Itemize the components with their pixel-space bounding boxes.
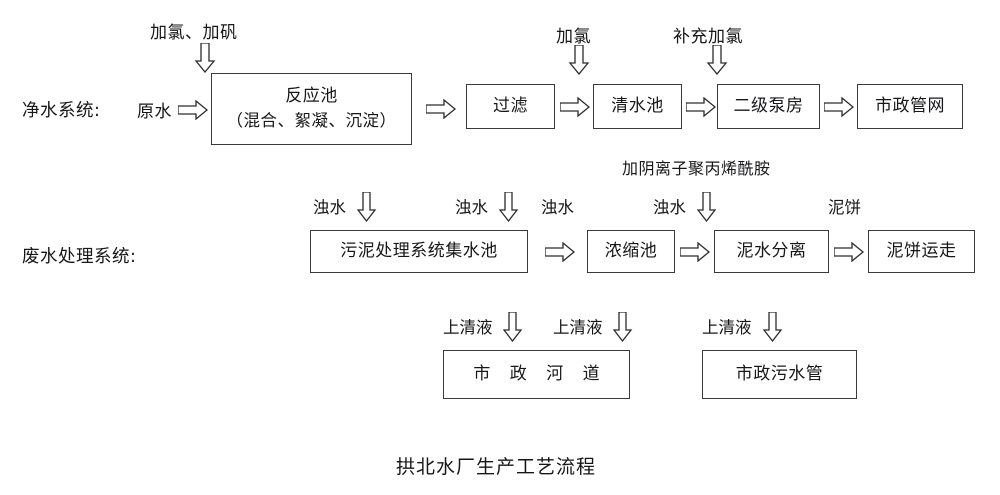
dosing-label-chlorine-alum: 加氯、加矾 xyxy=(150,23,238,43)
process-box-municipal-pipe-network[interactable]: 市政管网 xyxy=(857,84,963,129)
turbid-water-label-2: 浊水 xyxy=(455,198,488,217)
sludge-collection-tank-label: 污泥处理系统集水池 xyxy=(340,240,498,261)
down-arrow-supernatant-3 xyxy=(763,312,783,342)
reaction-tank-line2: （混合、絮凝、沉淀） xyxy=(226,111,397,131)
turbid-water-label-3: 浊水 xyxy=(541,198,574,217)
right-arrow-thickening-to-separation xyxy=(680,242,710,262)
right-arrow-pump-to-network xyxy=(824,97,854,117)
municipal-sewage-pipe-label: 市政污水管 xyxy=(735,363,824,384)
down-arrow-supernatant-2 xyxy=(613,312,633,342)
process-box-reaction-tank[interactable]: 反应池 （混合、絮凝、沉淀） xyxy=(211,73,412,145)
right-arrow-reaction-to-filtration xyxy=(426,99,456,119)
inlet-label-raw-water: 原水 xyxy=(137,102,172,122)
mud-cake-removal-label: 泥饼运走 xyxy=(886,240,957,261)
right-arrow-filtration-to-clearwater xyxy=(560,97,590,117)
note-anionic-polyacrylamide: 加阴离子聚丙烯酰胺 xyxy=(622,159,771,178)
process-box-mud-cake-removal[interactable]: 泥饼运走 xyxy=(868,230,975,273)
supernatant-label-1: 上清液 xyxy=(443,318,493,337)
diagram-title: 拱北水厂生产工艺流程 xyxy=(396,456,597,478)
process-box-filtration[interactable]: 过滤 xyxy=(466,84,555,129)
supernatant-label-2: 上清液 xyxy=(553,318,603,337)
down-arrow-turbid-1 xyxy=(357,192,377,222)
turbid-water-label-4: 浊水 xyxy=(653,198,686,217)
supernatant-label-3: 上清液 xyxy=(702,318,752,337)
right-arrow-collection-to-thickening xyxy=(545,242,575,262)
process-box-municipal-sewage-pipe[interactable]: 市政污水管 xyxy=(702,350,857,399)
turbid-water-label-1: 浊水 xyxy=(313,198,346,217)
process-box-municipal-river[interactable]: 市 政 河 道 xyxy=(443,350,630,399)
process-box-secondary-pump-house[interactable]: 二级泵房 xyxy=(717,84,820,129)
process-box-thickening-tank[interactable]: 浓缩池 xyxy=(587,230,675,273)
down-arrow-turbid-4 xyxy=(697,192,717,222)
secondary-pump-house-label: 二级泵房 xyxy=(733,95,804,116)
right-arrow-separation-to-mudcake xyxy=(834,242,864,262)
down-arrow-chlorine-supplement xyxy=(706,45,728,75)
filtration-label: 过滤 xyxy=(493,95,528,116)
down-arrow-supernatant-1 xyxy=(503,312,523,342)
system-label-wastewater: 废水处理系统: xyxy=(22,247,137,267)
mud-cake-label: 泥饼 xyxy=(828,198,861,217)
clear-water-tank-label: 清水池 xyxy=(611,95,664,116)
sludge-water-separation-label: 泥水分离 xyxy=(736,240,807,261)
dosing-label-chlorine: 加氯 xyxy=(556,27,591,47)
process-box-sludge-collection-tank[interactable]: 污泥处理系统集水池 xyxy=(310,230,528,273)
system-label-clean-water: 净水系统: xyxy=(22,101,101,121)
right-arrow-raw-to-reaction xyxy=(178,100,208,120)
process-box-clear-water-tank[interactable]: 清水池 xyxy=(593,84,682,129)
municipal-pipe-network-label: 市政管网 xyxy=(875,95,945,116)
municipal-river-label: 市 政 河 道 xyxy=(473,363,607,384)
reaction-tank-line1: 反应池 xyxy=(285,85,338,106)
process-box-sludge-water-separation[interactable]: 泥水分离 xyxy=(714,230,829,273)
down-arrow-chlorine xyxy=(568,45,590,75)
dosing-label-chlorine-supplement: 补充加氯 xyxy=(673,27,743,47)
down-arrow-chlorine-alum xyxy=(194,43,216,73)
right-arrow-clearwater-to-pump xyxy=(686,97,716,117)
thickening-tank-label: 浓缩池 xyxy=(604,240,658,261)
down-arrow-turbid-2 xyxy=(499,192,519,222)
